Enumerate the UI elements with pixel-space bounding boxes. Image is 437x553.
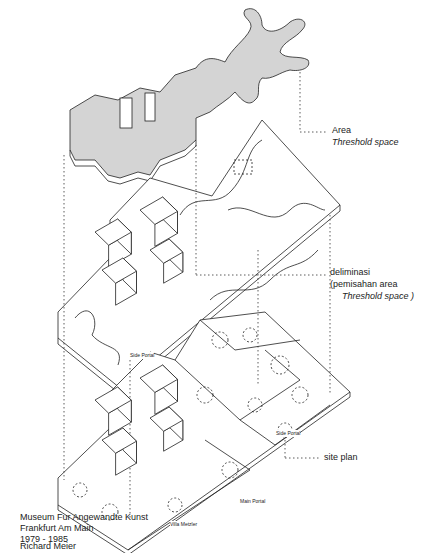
building-face: [140, 197, 178, 224]
callout-label: Threshold space ): [342, 291, 414, 302]
caption-line: Richard Meier: [20, 541, 76, 552]
building-face: [102, 428, 137, 453]
building-face: [150, 239, 183, 263]
callout-label: deliminasi: [330, 267, 370, 278]
building-face: [95, 387, 131, 413]
building-face: [102, 258, 137, 283]
building-face: [140, 365, 178, 392]
portal-label: Villa Metzler: [170, 521, 197, 528]
callout-label: (pemisahan area: [330, 279, 398, 290]
building-face: [150, 407, 183, 431]
callout-label: Threshold space: [332, 137, 399, 148]
callout-label: site plan: [324, 452, 358, 463]
building-face: [95, 219, 131, 245]
portal-label: Side Portal: [276, 430, 300, 437]
caption-line: Frankfurt Am Main: [20, 523, 94, 534]
caption-line: Museum Fur Angewandte Kunst: [20, 512, 148, 523]
callout-label: Area: [332, 125, 351, 136]
portal-label: Main Portal: [240, 498, 265, 505]
portal-label: Side Portal: [130, 352, 154, 359]
